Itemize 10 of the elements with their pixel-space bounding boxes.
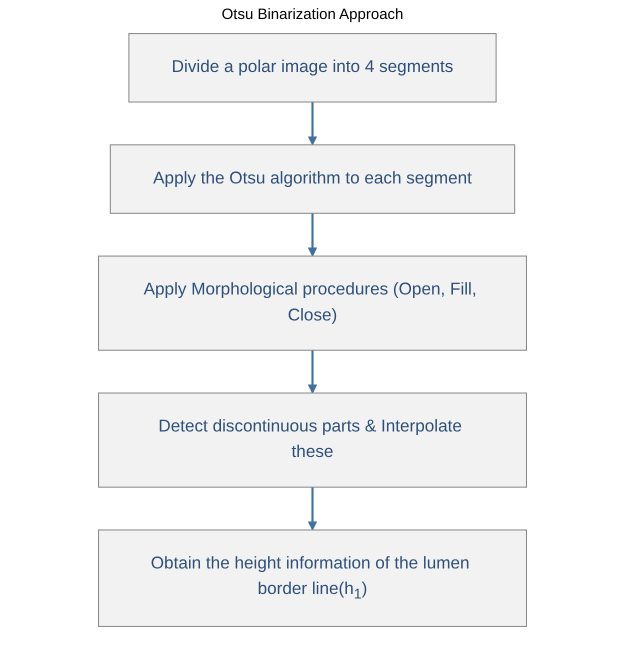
arrow (308, 487, 318, 530)
node-box: Obtain the height information of the lumen border line(h$_{1}$) (98, 529, 527, 627)
node-box: Apply Morphological procedures (Open, Fill, Close) (98, 256, 527, 351)
node-box: Divide a polar image into 4 segments (128, 33, 497, 103)
node-box: Detect discontinuous parts & Interpolate these (98, 392, 527, 488)
arrow (308, 213, 318, 257)
arrow (308, 350, 318, 394)
diagram-title: Otsu Binarization Approach (220, 6, 404, 23)
node-box: Apply the Otsu algorithm to each segment (110, 144, 516, 214)
arrow (308, 102, 318, 146)
